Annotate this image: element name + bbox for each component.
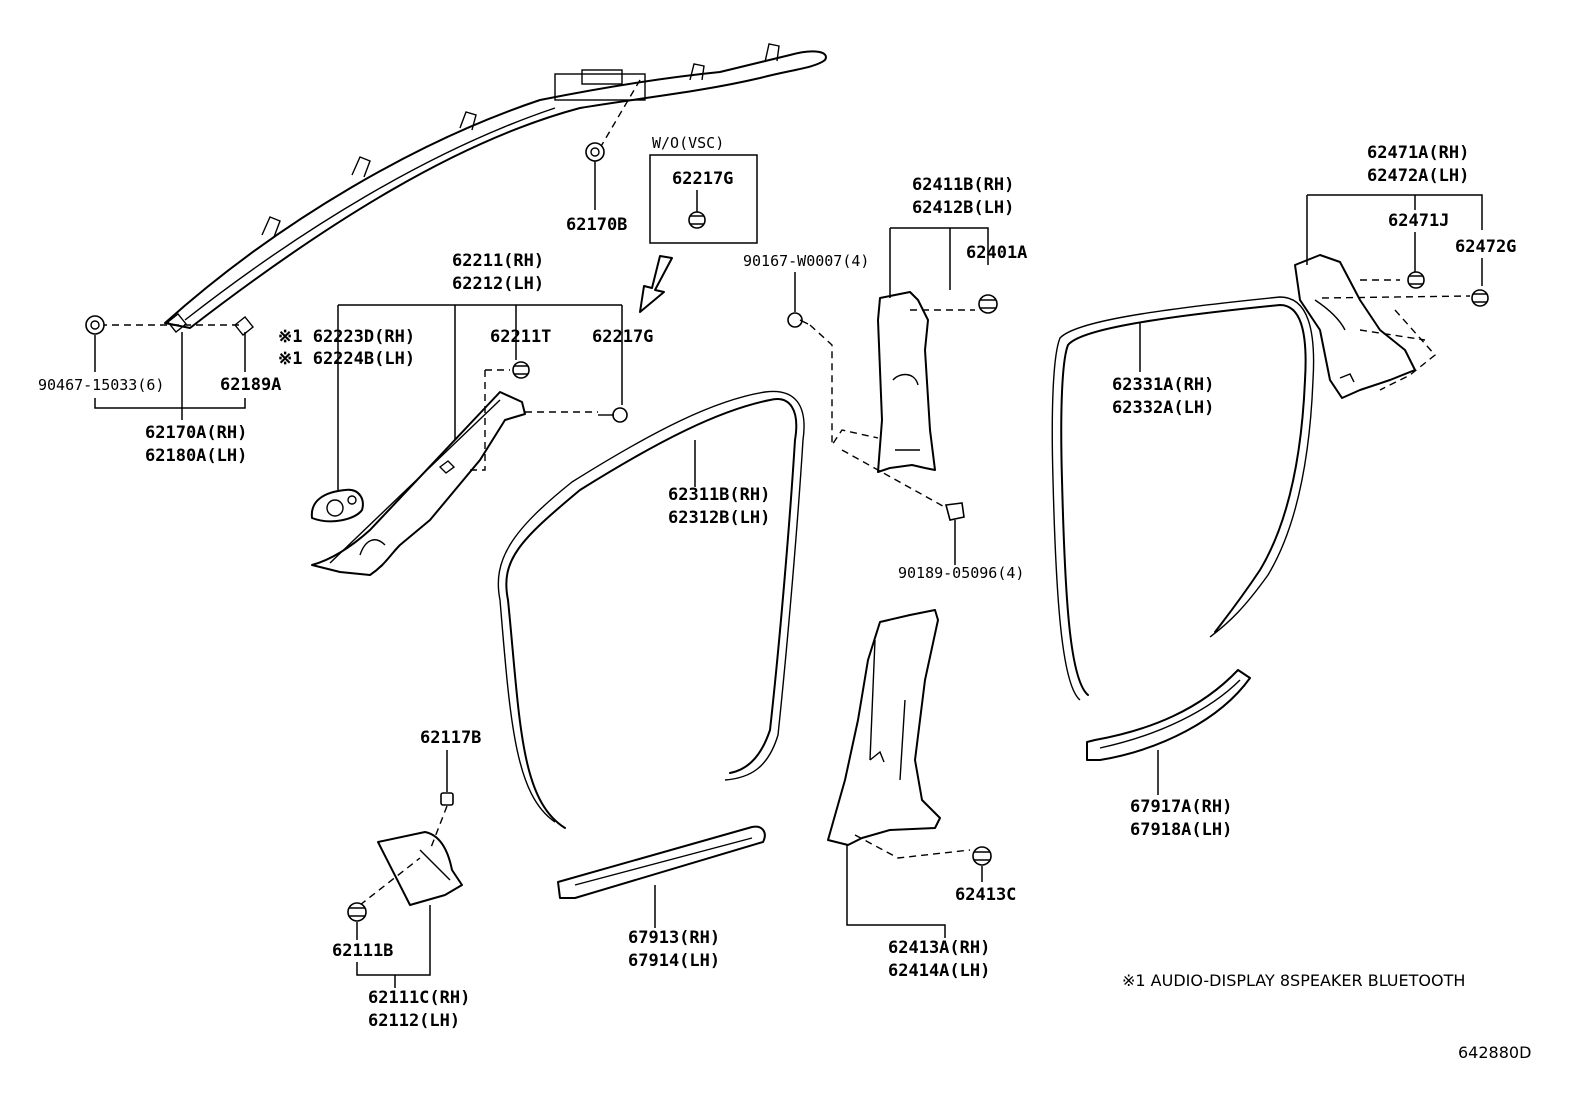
clip-62117B <box>440 792 454 806</box>
label-62117B: 62117B <box>420 728 481 748</box>
label-62414A: 62414A(LH) <box>888 961 990 981</box>
label-62413A: 62413A(RH) <box>888 938 990 958</box>
clip-62217G <box>598 407 628 423</box>
label-62332A: 62332A(LH) <box>1112 398 1214 418</box>
label-62223D: ※1 62223D(RH) <box>278 327 415 347</box>
clip-62111B <box>347 902 367 922</box>
label-62180A: 62180A(LH) <box>145 446 247 466</box>
label-62212: 62212(LH) <box>452 274 544 294</box>
arrow-indicator <box>639 255 673 313</box>
label-62411B: 62411B(RH) <box>912 175 1014 195</box>
label-62211: 62211(RH) <box>452 251 544 271</box>
label-62311B: 62311B(RH) <box>668 485 770 505</box>
label-62111B: 62111B <box>332 941 393 961</box>
rear-scuff-plate-part <box>1086 669 1251 761</box>
front-pillar-garnish-part <box>311 391 526 576</box>
clip-62170B <box>585 142 605 162</box>
rear-door-weatherstrip-part <box>1051 296 1315 701</box>
center-pillar-upper-garnish-part <box>877 291 936 473</box>
clip-62401A <box>978 294 998 314</box>
label-90167: 90167-W0007(4) <box>743 252 869 270</box>
label-62312B: 62312B(LH) <box>668 508 770 528</box>
label-62471J: 62471J <box>1388 211 1449 231</box>
label-67917A: 67917A(RH) <box>1130 797 1232 817</box>
label-62472G: 62472G <box>1455 237 1516 257</box>
label-62217G-box: 62217G <box>672 169 733 189</box>
clip-62472G <box>1471 289 1489 307</box>
label-62472A: 62472A(LH) <box>1367 166 1469 186</box>
label-62471A: 62471A(RH) <box>1367 143 1469 163</box>
label-62189A: 62189A <box>220 375 281 395</box>
label-90467: 90467-15033(6) <box>38 376 164 394</box>
screw-90167 <box>787 312 809 328</box>
clip-62413C <box>972 846 992 866</box>
label-62401A: 62401A <box>966 243 1027 263</box>
quarter-pillar-garnish-part <box>1294 254 1471 399</box>
speaker-cover-part <box>310 488 364 523</box>
footnote: ※1 AUDIO-DISPLAY 8SPEAKER BLUETOOTH <box>1122 971 1465 990</box>
label-62217G: 62217G <box>592 327 653 347</box>
diagram-id: 642880D <box>1458 1043 1531 1062</box>
label-wo-vsc: W/O(VSC) <box>652 134 724 152</box>
label-62111C: 62111C(RH) <box>368 988 470 1008</box>
clip-62471J <box>1407 271 1425 289</box>
label-67914: 67914(LH) <box>628 951 720 971</box>
label-62170B: 62170B <box>566 215 627 235</box>
clip-90467 <box>85 315 105 335</box>
label-62224B: ※1 62224B(LH) <box>278 349 415 369</box>
label-62331A: 62331A(RH) <box>1112 375 1214 395</box>
center-pillar-lower-garnish-part <box>827 609 971 859</box>
label-62211T: 62211T <box>490 327 551 347</box>
clip-62217G-box <box>688 211 706 229</box>
label-62412B: 62412B(LH) <box>912 198 1014 218</box>
roof-side-garnish-part <box>164 43 827 336</box>
cowl-side-trim-part <box>377 831 463 906</box>
label-62112: 62112(LH) <box>368 1011 460 1031</box>
label-62413C: 62413C <box>955 885 1016 905</box>
label-62170A: 62170A(RH) <box>145 423 247 443</box>
label-90189: 90189-05096(4) <box>898 564 1024 582</box>
label-67918A: 67918A(LH) <box>1130 820 1232 840</box>
front-scuff-plate-part <box>557 825 766 899</box>
label-67913: 67913(RH) <box>628 928 720 948</box>
front-door-weatherstrip-part <box>497 390 805 829</box>
clip-62211T <box>512 361 530 379</box>
wo-vsc-box <box>649 154 758 244</box>
clip-90189 <box>944 502 965 521</box>
